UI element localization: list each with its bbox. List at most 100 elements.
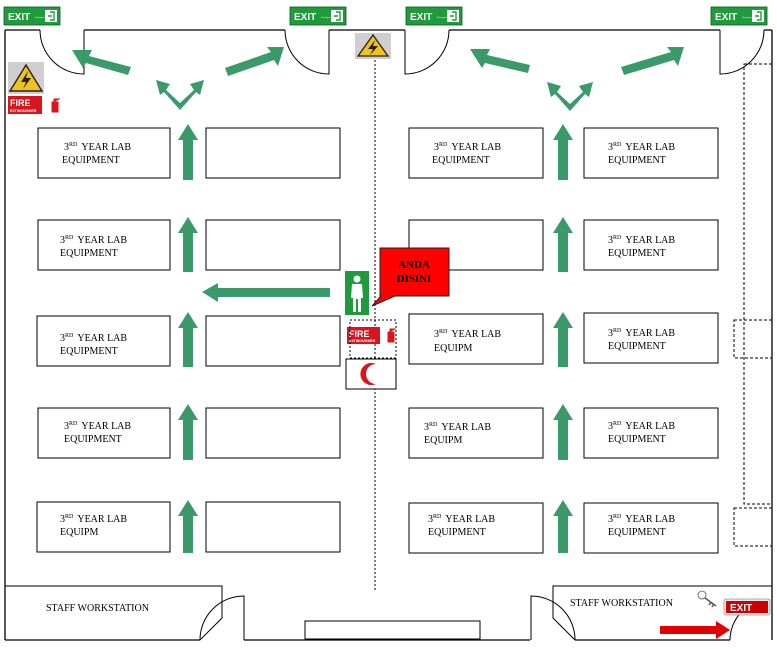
svg-text:FIRE: FIRE <box>10 98 31 108</box>
lab-table-empty <box>205 315 341 367</box>
svg-text:EQUIPMENT: EQUIPMENT <box>62 155 120 166</box>
person-icon <box>351 275 363 312</box>
exit-sign: EXIT Emergency exit only <box>289 6 347 26</box>
evacuation-arrow-icon <box>156 80 204 110</box>
svg-text:EXIT: EXIT <box>730 603 752 614</box>
svg-text:EQUIPMENT: EQUIPMENT <box>608 341 666 352</box>
exit-sign: EXIT Emergency exit only <box>405 6 463 26</box>
evacuation-arrow-icon <box>225 47 284 76</box>
evacuation-arrow-icon <box>178 217 198 272</box>
svg-text:EXIT: EXIT <box>715 12 737 23</box>
svg-text:FIRE: FIRE <box>349 329 370 339</box>
corner-exit-sign: EXIT <box>723 598 771 616</box>
warning-electric-icon <box>8 62 44 94</box>
fire-extinguisher-sign: FIRE EXTINGUISHER <box>347 327 401 344</box>
exit-sign-icon <box>45 10 57 22</box>
svg-text:EQUIPMENT: EQUIPMENT <box>608 434 666 445</box>
svg-text:EXTINGUISHER: EXTINGUISHER <box>349 339 376 343</box>
svg-text:EQUIPMENT: EQUIPMENT <box>60 346 118 357</box>
staff-workstation-label: STAFF WORKSTATION <box>46 603 149 614</box>
key-icon <box>697 590 717 608</box>
exit-sign: EXIT Emergency exit only <box>3 6 61 26</box>
evacuation-arrow-icon <box>553 124 573 180</box>
svg-text:ANDA: ANDA <box>398 259 430 271</box>
you-are-here-callout: ANDA DISINI <box>371 247 450 307</box>
svg-text:DISINI: DISINI <box>397 273 432 285</box>
exit-sign: EXIT Emergency exit only <box>710 6 768 26</box>
first-aid-crescent-icon <box>360 363 376 385</box>
person-marker <box>345 271 369 315</box>
exit-direction-arrow-icon <box>660 621 730 639</box>
svg-text:EQUIPM: EQUIPM <box>60 527 98 538</box>
exit-sign-icon <box>752 10 764 22</box>
svg-text:EXIT: EXIT <box>294 12 316 23</box>
evacuation-arrow-icon <box>72 50 131 75</box>
fire-extinguisher-icon <box>44 97 66 114</box>
evacuation-arrow-icon <box>553 217 573 272</box>
evacuation-arrow-icon <box>547 82 593 111</box>
evacuation-arrow-icon <box>202 283 330 302</box>
svg-text:EQUIPMENT: EQUIPMENT <box>608 527 666 538</box>
svg-text:EXIT: EXIT <box>8 12 30 23</box>
evacuation-arrow-icon <box>470 49 530 73</box>
staff-workstation-left: STAFF WORKSTATION <box>5 585 223 641</box>
evacuation-arrow-icon <box>621 47 684 75</box>
fire-extinguisher-sign: FIRE EXTINGUISHER <box>8 96 66 114</box>
svg-text:EXTINGUISHER: EXTINGUISHER <box>10 109 37 113</box>
first-aid-box <box>345 358 397 390</box>
svg-text:EQUIPM: EQUIPM <box>424 435 462 446</box>
door-swing <box>719 29 765 75</box>
door-swing <box>404 29 450 75</box>
svg-text:EXIT: EXIT <box>410 12 432 23</box>
staff-workstation-label: STAFF WORKSTATION <box>570 598 673 609</box>
door-swing <box>39 29 85 75</box>
svg-text:EQUIPMENT: EQUIPMENT <box>608 248 666 259</box>
lab-table-empty <box>205 501 341 553</box>
door-swing <box>530 595 576 641</box>
evacuation-arrow-icon <box>553 312 573 367</box>
lab-table-empty <box>205 127 341 179</box>
lab-table-empty <box>205 407 341 459</box>
bottom-counter <box>304 620 481 640</box>
exit-sign-icon <box>447 10 459 22</box>
svg-text:EQUIPMENT: EQUIPMENT <box>60 248 118 259</box>
evacuation-arrow-icon <box>178 312 198 367</box>
wall-cabinets <box>733 63 773 547</box>
evacuation-arrow-icon <box>178 404 198 460</box>
extinguisher-cabinet <box>349 319 397 359</box>
staff-workstation-right: STAFF WORKSTATION <box>552 585 772 641</box>
door-swing <box>199 595 245 641</box>
door-swing <box>284 29 330 75</box>
evacuation-arrow-icon <box>178 500 198 553</box>
evacuation-arrow-icon <box>178 124 198 180</box>
svg-text:EQUIPMENT: EQUIPMENT <box>608 155 666 166</box>
